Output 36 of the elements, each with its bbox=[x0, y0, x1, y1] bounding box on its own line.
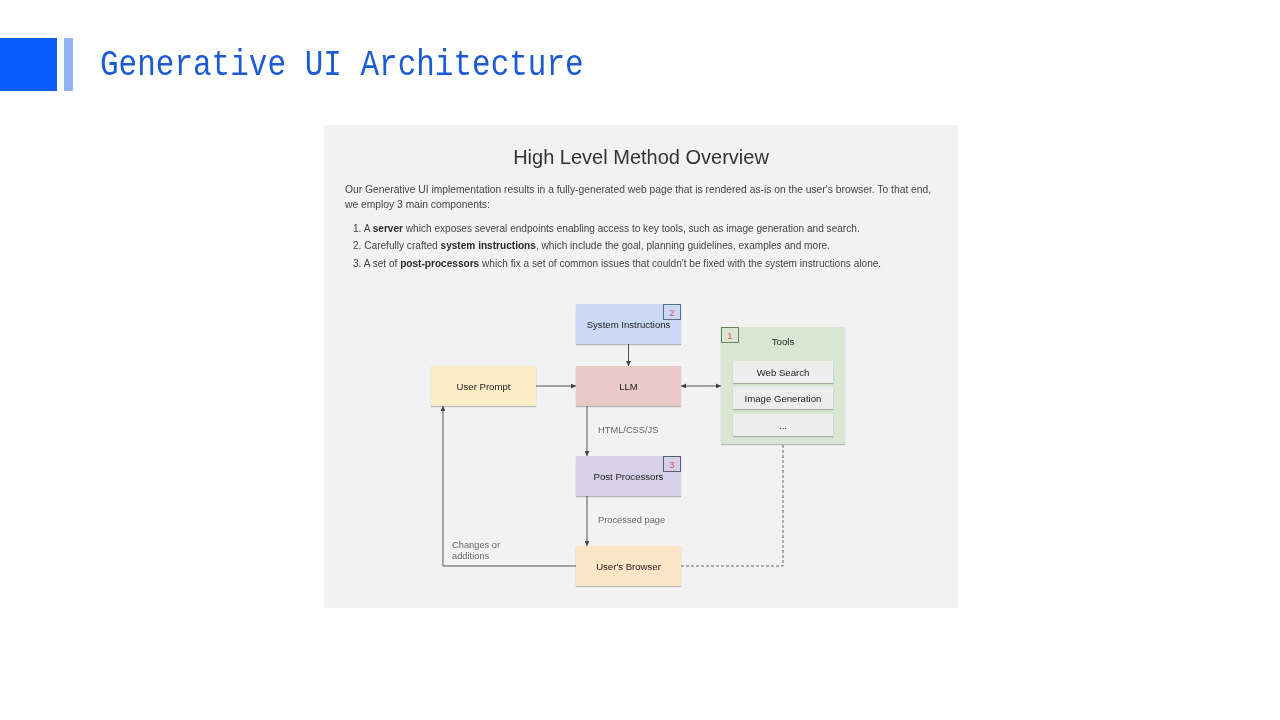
arrow bbox=[680, 383, 722, 389]
list-item: 3. A set of post-processors which fix a set of common issues that couldn't be fixed with the system instructions alone. bbox=[353, 257, 882, 271]
node-label: Web Search bbox=[756, 366, 810, 378]
edge-label: Processed page bbox=[598, 515, 666, 526]
slide-title: Generative UI Architecture bbox=[100, 44, 584, 87]
tools-panel bbox=[721, 327, 845, 444]
node-label: User's Browser bbox=[596, 560, 661, 572]
process-box bbox=[576, 456, 681, 496]
node-label: LLM bbox=[619, 380, 638, 392]
node-label: Post Processors bbox=[593, 470, 664, 482]
process-box bbox=[576, 546, 681, 586]
paragraph: Our Generative UI implementation results in a fully-generated web page that is rendered as-is on the user's browser. To that end, we employ 3 main components: bbox=[345, 183, 933, 212]
arrow bbox=[440, 405, 577, 567]
node-label: ... bbox=[779, 419, 787, 431]
node-label: System Instructions bbox=[586, 318, 671, 330]
node-label: User Prompt bbox=[456, 380, 511, 392]
process-box bbox=[431, 366, 536, 406]
node-label: Tools bbox=[771, 336, 795, 347]
tool-box bbox=[733, 361, 833, 383]
process-box bbox=[576, 366, 681, 406]
arrow bbox=[626, 343, 631, 367]
node-label: Image Generation bbox=[744, 392, 822, 404]
number-badge: 1 bbox=[721, 327, 739, 343]
number-badge: 3 bbox=[663, 456, 681, 472]
process-box bbox=[576, 304, 681, 344]
tool-box bbox=[733, 387, 833, 409]
arrow bbox=[535, 383, 577, 389]
edge-label: HTML/CSS/JS bbox=[598, 425, 659, 436]
tool-box bbox=[733, 414, 833, 436]
arrow bbox=[584, 405, 590, 457]
list-item: 1. A server which exposes several endpoints enabling access to key tools, such as image generation and search. bbox=[353, 222, 860, 236]
list-item: 2. Carefully crafted system instructions, which include the goal, planning guidelines, examples and more. bbox=[353, 239, 830, 253]
arrow bbox=[584, 495, 590, 547]
number-badge: 2 bbox=[663, 304, 681, 320]
dashed-connector bbox=[680, 443, 784, 567]
figure-heading: High Level Method Overview bbox=[513, 145, 769, 169]
